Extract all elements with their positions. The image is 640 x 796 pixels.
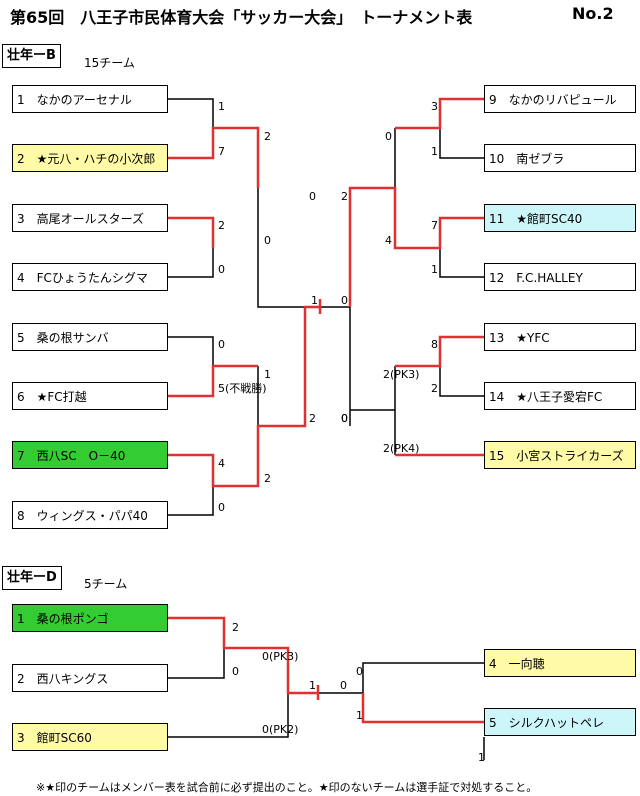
bracket-line (168, 248, 214, 278)
bracket-line (168, 98, 214, 128)
team-b-10: 10 南ゼブラ (484, 144, 636, 172)
score: 2(PK3) (383, 368, 420, 381)
bracket-line (168, 616, 318, 695)
team-b-15: 15 小宮ストライカーズ (484, 441, 636, 469)
score: 4 (385, 234, 392, 247)
score: 1 (311, 294, 318, 307)
section-count-d: 5チーム (84, 577, 128, 591)
section-count-b: 15チーム (84, 56, 135, 70)
score: 0 (309, 190, 316, 203)
score: 7 (431, 219, 438, 232)
score: 0 (341, 294, 348, 307)
score: 8 (431, 338, 438, 351)
team-d-4: 4 一向聴 (484, 649, 636, 677)
bracket-line (439, 366, 484, 397)
team-d-1: 1 桑の根ポンゴ (12, 604, 168, 632)
score: 0 (232, 665, 239, 678)
bracket-line (361, 693, 484, 724)
bracket-line (348, 186, 484, 307)
team-d-5: 5 シルクハットペレ (484, 708, 636, 736)
page-number: No.2 (572, 4, 614, 23)
bracket-line (168, 364, 258, 398)
bracket-line (318, 662, 484, 694)
bracket-line (168, 126, 260, 188)
score: 0 (356, 665, 363, 678)
team-b-9: 9 なかのリバピュール (484, 85, 636, 113)
score: 2 (431, 382, 438, 395)
score: 0 (341, 412, 348, 425)
bracket-line (168, 305, 320, 488)
score: 0 (385, 130, 392, 143)
team-d-3: 3 館町SC60 (12, 723, 168, 751)
bracket-line (168, 486, 214, 516)
team-b-13: 13 ★YFC (484, 323, 636, 351)
score: 2 (218, 219, 225, 232)
team-b-4: 4 FCひょうたんシグマ (12, 263, 168, 291)
score: 3 (431, 100, 438, 113)
score: 2 (264, 472, 271, 485)
score: 1 (431, 145, 438, 158)
bracket-line (439, 128, 484, 159)
score: 2 (341, 190, 348, 203)
score: 0 (264, 234, 271, 247)
score: 2(PK4) (383, 442, 420, 455)
bracket-line (395, 335, 484, 368)
score: 2 (309, 412, 316, 425)
score: 0 (341, 412, 348, 425)
score: 2 (264, 130, 271, 143)
score: 0(PK3) (262, 650, 299, 663)
team-b-6: 6 ★FC打越 (12, 382, 168, 410)
score: 2 (232, 621, 239, 634)
page-title: 第65回 八王子市民体育大会「サッカー大会」 トーナメント表 (10, 8, 473, 27)
score: 1 (478, 751, 485, 764)
score: 0(PK2) (262, 723, 299, 736)
team-b-3: 3 高尾オールスターズ (12, 204, 168, 232)
team-b-5: 5 桑の根サンバ (12, 323, 168, 351)
score: 0 (218, 338, 225, 351)
team-b-14: 14 ★八王子愛宕FC (484, 382, 636, 410)
bracket-line (168, 648, 225, 679)
score: 4 (218, 457, 225, 470)
score: 1 (218, 100, 225, 113)
bracket-line (168, 216, 215, 248)
section-label-d: 壮年ーD (2, 566, 62, 590)
score: 7 (218, 145, 225, 158)
bracket-line (257, 188, 305, 308)
team-d-2: 2 西八キングス (12, 664, 168, 692)
team-b-7: 7 西八SC O－40 (12, 441, 168, 469)
score: 5(不戦勝) (218, 382, 267, 395)
score: 1 (356, 709, 363, 722)
team-b-2: 2 ★元八・ハチの小次郎 (12, 144, 168, 172)
score: 1 (264, 368, 271, 381)
team-b-11: 11 ★館町SC40 (484, 204, 636, 232)
score: 0 (340, 679, 347, 692)
team-b-8: 8 ウィングス・パパ40 (12, 501, 168, 529)
bracket-line (168, 336, 214, 366)
team-b-12: 12 F.C.HALLEY (484, 263, 636, 291)
score: 0 (218, 263, 225, 276)
section-label-b: 壮年ーB (2, 44, 61, 68)
score: 0 (218, 501, 225, 514)
bracket-line (168, 693, 289, 738)
score: 1 (309, 679, 316, 692)
bracket-line (395, 97, 484, 130)
team-b-1: 1 なかのアーセナル (12, 85, 168, 113)
footnote: ※★印のチームはメンバー表を試合前に必ず提出のこと。★印のないチームは選手証で対… (36, 781, 538, 794)
score: 1 (431, 263, 438, 276)
bracket-line (439, 248, 484, 278)
